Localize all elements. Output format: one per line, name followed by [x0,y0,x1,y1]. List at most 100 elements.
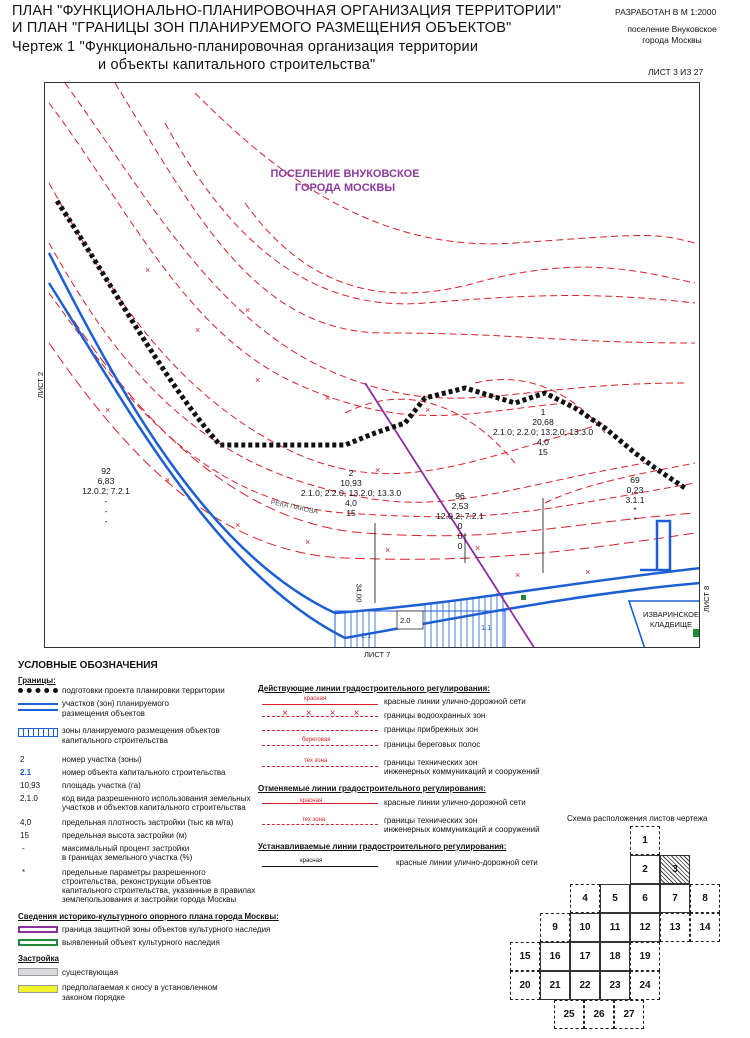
svg-text:×: × [165,475,170,485]
scheme-title: Схема расположения листов чертежа [567,814,708,823]
legend-k8a: предельные параметры разрешенного [62,868,206,877]
sheet-cell-19[interactable]: 19 [630,942,660,971]
key-6: 15 [20,831,29,840]
tag-a4: береговая [302,737,331,743]
sheet-cell-23[interactable]: 23 [600,971,630,1000]
zone-height: 0 [457,531,463,541]
sheet-cell-18[interactable]: 18 [600,942,630,971]
zone-use-codes: 2.1.0; 2.2.0; 13.2.0; 13.3.0 [492,427,594,437]
svg-text:×: × [245,305,250,315]
sheet-cell-24[interactable]: 24 [630,971,660,1000]
zone-percent: - [104,516,108,526]
sheet-cell-11[interactable]: 11 [600,913,630,942]
map-frame[interactable]: ××× ××× ××× ××× ××× [44,82,700,648]
region-line-2: ГОРОДА МОСКВЫ [294,182,396,194]
sheet-cell-9[interactable]: 9 [540,913,570,942]
key-5: 4,0 [20,818,32,827]
swatch-tech-zone [262,766,378,767]
sheet-cell-25[interactable]: 25 [554,1000,584,1029]
water-zone-lines [48,282,696,560]
region-line-1: ПОСЕЛЕНИЕ ВНУКОВСКОЕ [270,168,420,180]
region-label: ПОСЕЛЕНИЕ ВНУКОВСКОЕ ГОРОДА МОСКВЫ [245,167,445,195]
green-marker [693,629,699,637]
sheet-cell-14[interactable]: 14 [690,913,720,942]
sheet-cell-10[interactable]: 10 [570,913,600,942]
key-4: 2.1.0 [20,794,38,803]
title-line-3: Чертеж 1 "Функционально-планировочная ор… [12,39,479,55]
zone-area: 20,68 [532,417,554,427]
svg-text:×: × [425,405,430,415]
svg-text:×: × [255,375,260,385]
zone-height: * [633,515,637,525]
sheet-cell-22[interactable]: 22 [570,971,600,1000]
sheet-cell-8[interactable]: 8 [690,884,720,913]
sheet-number: ЛИСТ 3 ИЗ 27 [648,67,704,77]
svg-text:×: × [305,537,310,547]
svg-text:×: × [235,520,240,530]
key-3: 10,93 [20,781,41,790]
sheet-cell-6[interactable]: 6 [630,884,660,913]
place-line-1: поселение Внуковское [627,24,717,34]
swatch-hatch-zone [18,728,58,737]
sheet-cell-12[interactable]: 12 [630,913,660,942]
sheet-cell-16[interactable]: 16 [540,942,570,971]
zone-use-codes: 3.1.1 [625,495,645,505]
legend-h1: граница защитной зоны объектов культурно… [62,925,271,934]
sheet-label-bottom: ЛИСТ 7 [364,650,391,659]
object-label-1-1: 1.1 [481,623,492,632]
sheet-cell-27[interactable]: 27 [614,1000,644,1029]
swatch-cancel-tech [262,824,378,825]
dimension-label: 34,00 [354,583,364,603]
key-1: 2 [20,755,25,764]
legend-b3b: капитального строительства [62,736,168,745]
legend-a1: красные линии улично-дорожной сети [384,697,526,706]
svg-text:×: × [105,405,110,415]
sheet-cell-1[interactable]: 1 [630,826,660,855]
object-label-2-0: 2.0 [400,616,411,625]
sheet-cell-3[interactable]: 3 [660,855,690,884]
object-label-2-1: 2.1 [361,631,372,640]
sheet-cell-2[interactable]: 2 [630,855,660,884]
cross-marks: ××× ××× ××× ××× ××× [105,265,590,580]
key-2: 2.1 [20,768,32,777]
zone-height: - [104,506,108,516]
svg-text:×: × [375,465,380,475]
sheet-cell-7[interactable]: 7 [660,884,690,913]
cemetery-line-1: ИЗВАРИНСКОЕ [642,610,700,619]
legend-a5a: границы технических зон [384,758,478,767]
legend-k4b: участков и объектов капитального строите… [62,803,246,812]
sheet-scheme: 1 2 3 4 5 6 7 8 9 10 11 12 13 14 15 16 1… [508,826,740,1036]
zone-height: 15 [346,508,356,518]
zone-number: 1 [540,407,546,417]
sheet-cell-5[interactable]: 5 [600,884,630,913]
title-line-2: И ПЛАН "ГРАНИЦЫ ЗОН ПЛАНИРУЕМОГО РАЗМЕЩЕ… [12,20,512,36]
key-8: * [22,868,26,877]
sheet-cell-13[interactable]: 13 [660,913,690,942]
water-zone-crosses: ×××× [282,708,378,719]
borders-heading: Границы: [18,676,56,685]
legend-a2: границы водоохранных зон [384,711,486,720]
swatch-shore-strip [262,745,378,746]
legend-k4a: код вида разрешенного использования земе… [62,794,251,803]
zone-use-codes: 2.1.0; 2.2.0; 13.2.0; 13.3.0 [300,488,402,498]
sheet-cell-4[interactable]: 4 [570,884,600,913]
zone-use-codes: 12.0.2; 7.2.1 [436,511,484,521]
green-marker-2 [521,595,526,600]
place-line-2: города Москвы [642,35,702,45]
swatch-zone-boundary [18,703,58,711]
key-7: - [22,844,25,853]
title-line-4: и объекты капитального строительства" [98,57,376,73]
legend-b3a: зоны планируемого размещения объектов [62,726,220,735]
sheet-cell-17[interactable]: 17 [570,942,600,971]
sheet-cell-15[interactable]: 15 [510,942,540,971]
sheet-cell-21[interactable]: 21 [540,971,570,1000]
buildings-heading: Застройка [18,954,59,963]
sheet-cell-26[interactable]: 26 [584,1000,614,1029]
zone-2-label: 2 10,93 2.1.0; 2.2.0; 13.2.0; 13.3.0 4,0… [289,468,413,518]
legend-b2b: размещения объектов [62,709,145,718]
sheet-cell-20[interactable]: 20 [510,971,540,1000]
legend-k1: номер участка (зоны) [62,755,142,764]
legend-a5b: инженерных коммуникаций и сооружений [384,767,540,776]
swatch-red-line [262,704,378,705]
svg-text:×: × [325,393,330,403]
